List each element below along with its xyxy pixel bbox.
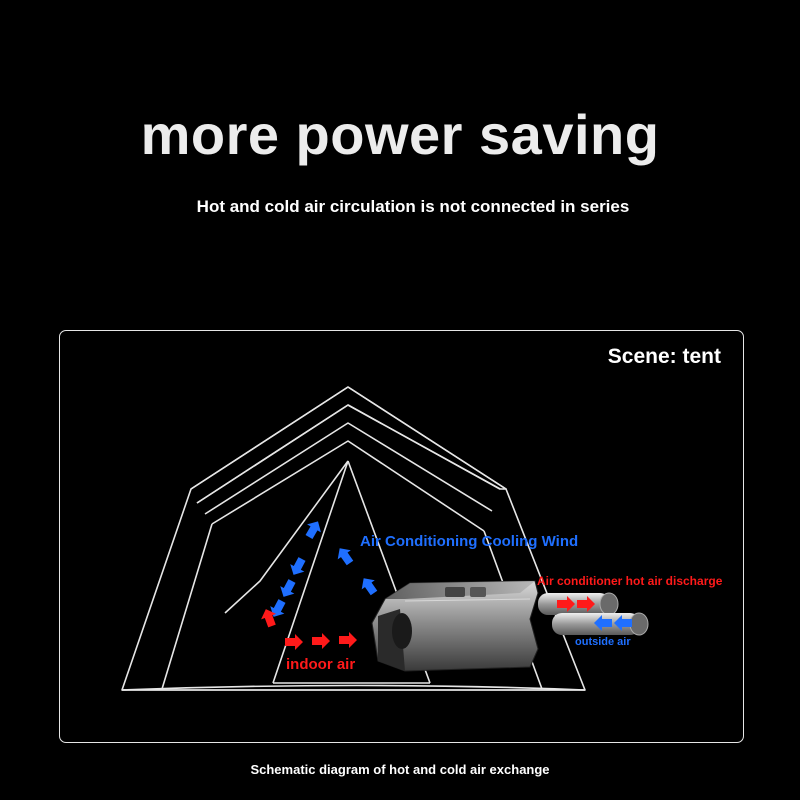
scene-panel: Scene: tent Air Conditioning Cooling Win… (59, 330, 744, 743)
scene-label: Scene: tent (607, 345, 721, 368)
tent-diagram (121, 386, 649, 691)
portable-air-conditioner-icon (371, 580, 649, 672)
subheadline: Hot and cold air circulation is not conn… (196, 197, 630, 216)
cooling-wind-label: Air Conditioning Cooling Wind (360, 533, 579, 550)
indoor-air-label: indoor air (286, 656, 356, 673)
diagram-caption: Schematic diagram of hot and cold air ex… (250, 762, 550, 777)
blue-arrow-icon (270, 521, 632, 631)
tent-outline-icon (121, 386, 586, 691)
red-arrow-icon (261, 596, 595, 650)
outside-air-label: outside air (575, 636, 631, 648)
headline: more power saving (140, 103, 660, 166)
hot-air-discharge-label: Air conditioner hot air discharge (537, 574, 723, 588)
